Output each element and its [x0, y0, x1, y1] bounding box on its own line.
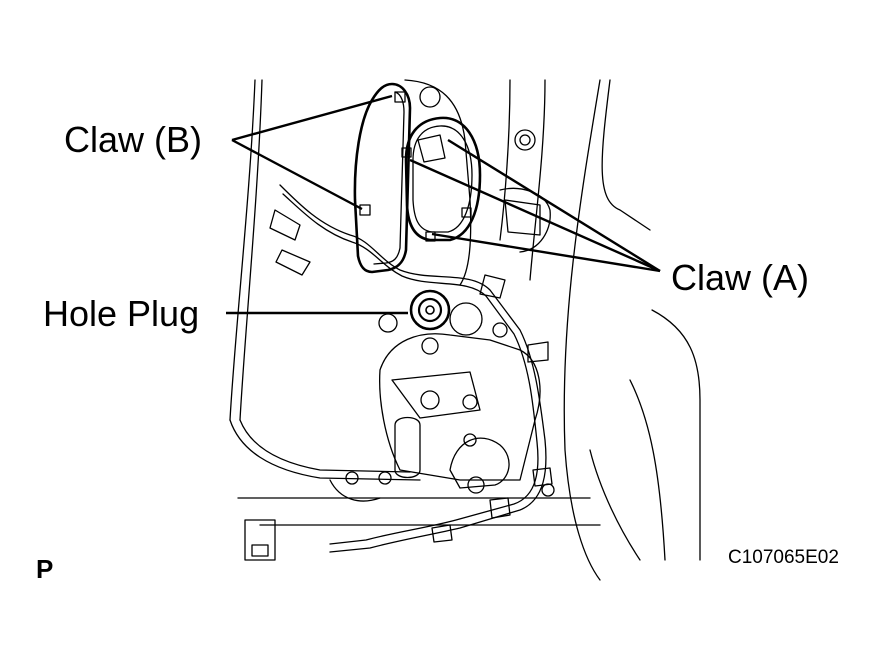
claw-b-cover: [353, 82, 412, 274]
hole-plug: [409, 289, 451, 331]
figure-code: C107065E02: [728, 547, 839, 568]
wire-harness: [244, 184, 553, 561]
hole-plug-label: Hole Plug: [43, 293, 199, 334]
claw-a-cover: [401, 116, 482, 242]
claw-b-label: Claw (B): [64, 119, 202, 160]
inner-panel: [329, 79, 555, 502]
claw-a-label: Claw (A): [671, 257, 809, 298]
view-letter: P: [36, 554, 53, 584]
leader-lines: [226, 94, 661, 315]
door-frame: [229, 79, 701, 581]
